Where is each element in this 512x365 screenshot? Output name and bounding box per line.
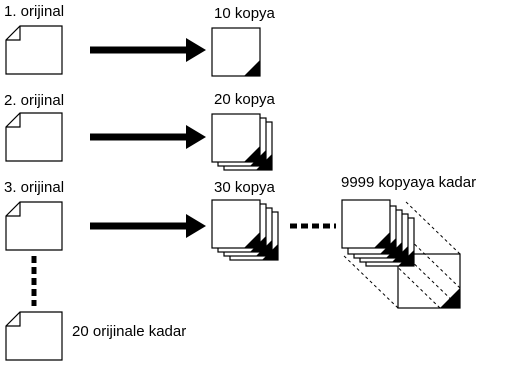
original-sheet-1 (5, 25, 63, 75)
original-sheet-last (5, 311, 63, 361)
copies-label-1: 10 kopya (214, 5, 275, 22)
original-sheet-2 (5, 112, 63, 162)
large-copy-stack (341, 199, 461, 309)
copy-stack-3 (211, 199, 279, 261)
original-sheet-3 (5, 201, 63, 251)
copy-sheet-1 (211, 27, 261, 77)
max-originals-label: 20 orijinale kadar (72, 323, 187, 340)
arrow-3 (90, 214, 206, 238)
original-label-2: 2. orijinal (4, 92, 65, 109)
original-label-3: 3. orijinal (4, 179, 65, 196)
arrow-2 (90, 125, 206, 149)
copy-stack-2 (211, 113, 273, 171)
copies-label-2: 20 kopya (214, 91, 275, 108)
original-label-1: 1. orijinal (4, 3, 65, 20)
max-copies-label: 9999 kopyaya kadar (341, 174, 477, 191)
arrow-1 (90, 38, 206, 62)
copies-label-3: 30 kopya (214, 179, 275, 196)
